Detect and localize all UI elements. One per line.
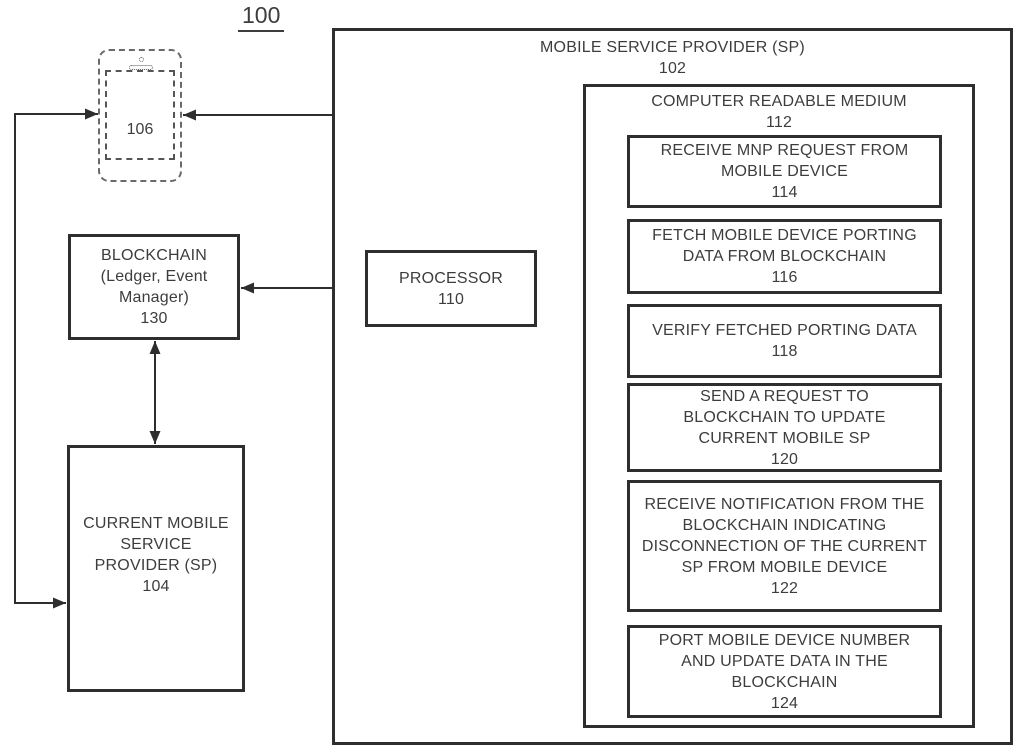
current-sp-box: CURRENT MOBILE SERVICE PROVIDER (SP) 104 — [67, 445, 245, 692]
current-sp-label-line2: SERVICE — [120, 535, 192, 553]
phone-screen: 106 — [105, 70, 175, 160]
figure-title: 100 — [238, 2, 285, 32]
step-label: VERIFY FETCHED PORTING DATA — [652, 322, 917, 339]
processor-ref: 110 — [437, 290, 465, 308]
step-port-number-box: PORT MOBILE DEVICE NUMBER AND UPDATE DAT… — [627, 625, 942, 718]
step-fetch-porting-data-box: FETCH MOBILE DEVICE PORTING DATA FROM BL… — [627, 219, 942, 294]
computer-readable-medium-label: COMPUTER READABLE MEDIUM — [651, 93, 907, 110]
step-label: SEND A REQUEST TO BLOCKCHAIN TO UPDATE C… — [683, 387, 886, 447]
current-sp-ref: 104 — [142, 577, 170, 595]
processor-box: PROCESSOR 110 — [365, 250, 537, 327]
step-ref: 122 — [770, 579, 799, 597]
blockchain-box: BLOCKCHAIN (Ledger, Event Manager) 130 — [68, 234, 240, 340]
step-ref: 120 — [770, 450, 799, 468]
blockchain-label-line1: BLOCKCHAIN — [100, 247, 208, 264]
step-ref: 114 — [771, 184, 798, 201]
step-label: RECEIVE NOTIFICATION FROM THE BLOCKCHAIN… — [641, 495, 928, 576]
step-receive-mnp-request-box: RECEIVE MNP REQUEST FROM MOBILE DEVICE 1… — [627, 135, 942, 208]
processor-label: PROCESSOR — [398, 269, 504, 287]
mobile-device-ref: 106 — [126, 121, 154, 138]
step-label: PORT MOBILE DEVICE NUMBER AND UPDATE DAT… — [658, 631, 911, 691]
blockchain-label-line3: Manager) — [118, 289, 190, 306]
current-sp-label-line3: PROVIDER (SP) — [94, 556, 218, 574]
mobile-device-icon: 106 — [98, 49, 182, 182]
step-ref: 118 — [771, 343, 798, 360]
step-ref: 116 — [771, 269, 798, 286]
step-label: RECEIVE MNP REQUEST FROM MOBILE DEVICE — [660, 142, 909, 180]
mobile-service-provider-ref: 102 — [658, 60, 687, 77]
blockchain-ref: 130 — [140, 310, 168, 327]
current-sp-label-line1: CURRENT MOBILE — [83, 514, 229, 532]
mobile-service-provider-label: MOBILE SERVICE PROVIDER (SP) — [540, 39, 805, 56]
computer-readable-medium-ref: 112 — [765, 114, 793, 131]
phone-speaker-icon — [129, 65, 153, 70]
blockchain-label-line2: (Ledger, Event — [100, 268, 208, 285]
phone-camera-icon — [139, 57, 144, 62]
step-ref: 124 — [770, 694, 799, 712]
step-send-update-request-box: SEND A REQUEST TO BLOCKCHAIN TO UPDATE C… — [627, 383, 942, 472]
step-label: FETCH MOBILE DEVICE PORTING DATA FROM BL… — [652, 227, 917, 265]
step-verify-porting-data-box: VERIFY FETCHED PORTING DATA 118 — [627, 304, 942, 378]
step-receive-notification-box: RECEIVE NOTIFICATION FROM THE BLOCKCHAIN… — [627, 480, 942, 612]
